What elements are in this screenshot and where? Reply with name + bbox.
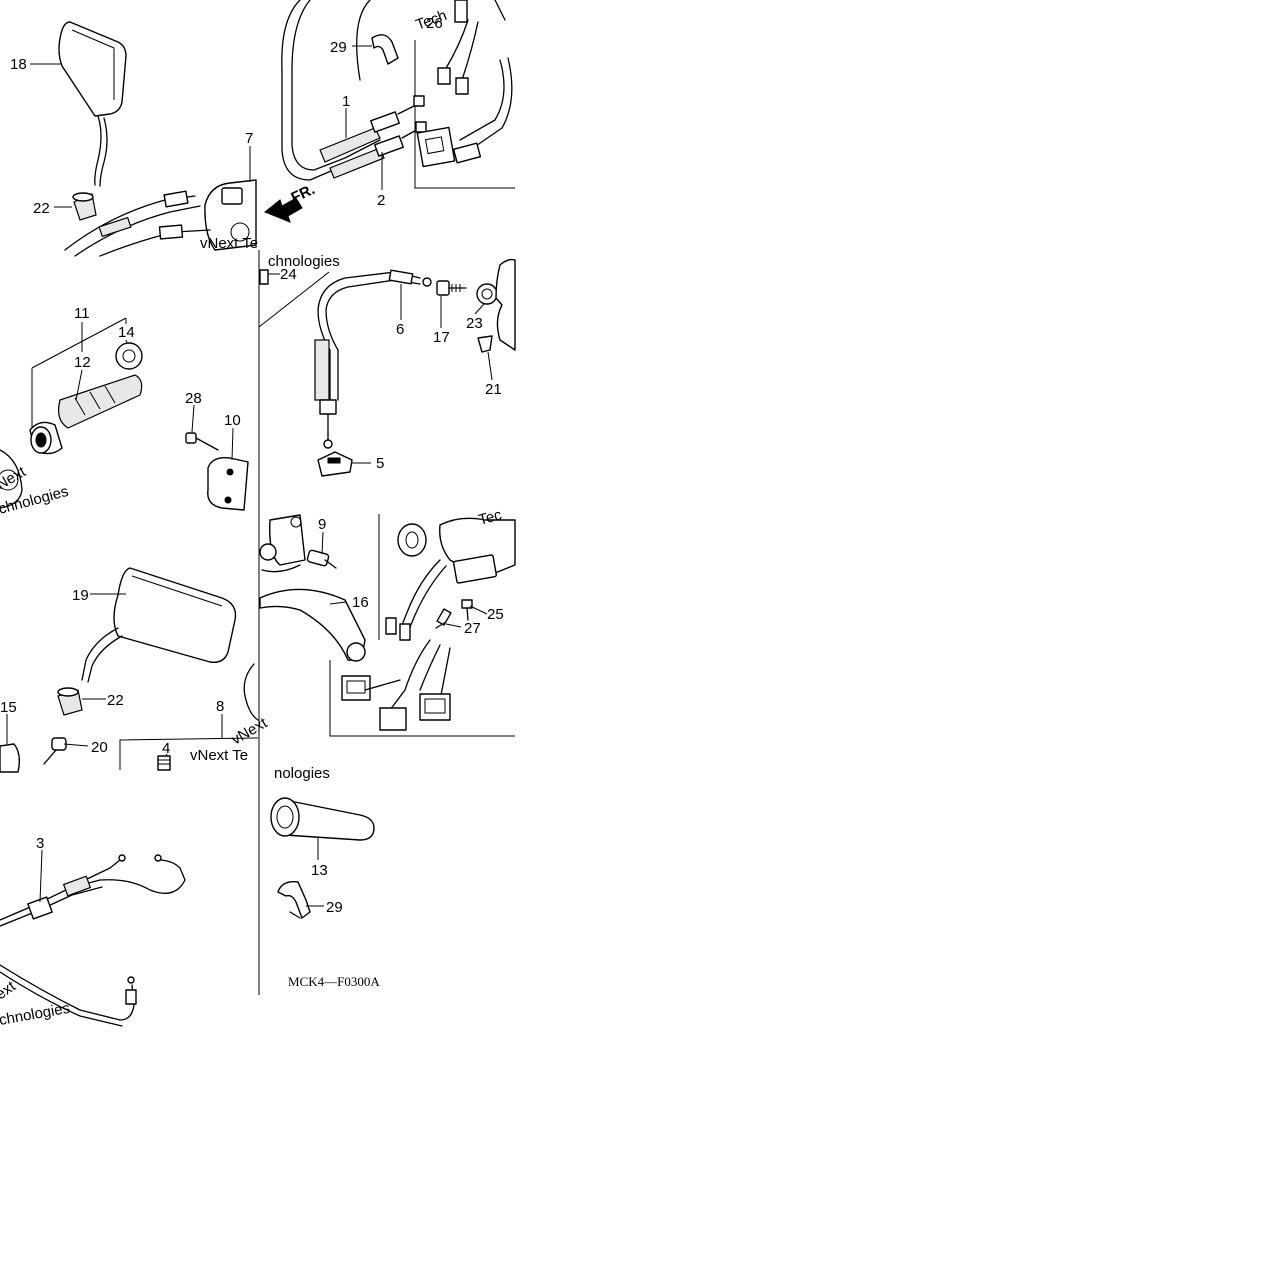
part-7-switch-housing xyxy=(64,179,257,257)
callout-12: 12 xyxy=(74,354,91,371)
part-17-bolt xyxy=(436,280,467,296)
callout-8: 8 xyxy=(216,698,224,715)
part-22-cap-top xyxy=(72,192,97,221)
part-25-27-switch-wiring xyxy=(341,517,516,731)
callout-4: 4 xyxy=(162,740,170,757)
callout-19: 19 xyxy=(72,587,89,604)
callout-13: 13 xyxy=(311,862,328,879)
callout-7: 7 xyxy=(245,130,253,147)
callout-26: 26 xyxy=(426,15,443,32)
part-4-screw xyxy=(157,755,171,771)
clutch-lever-bracket xyxy=(495,258,516,351)
part-6-clutch-cable xyxy=(314,269,432,449)
top-right-switch-wiring xyxy=(416,0,513,168)
part-22-cap-lower xyxy=(57,687,83,716)
part-15-weight xyxy=(0,743,21,773)
part-23-nut xyxy=(476,283,498,305)
callout-10: 10 xyxy=(224,412,241,429)
callout-22-lower: 22 xyxy=(107,692,124,709)
front-direction-arrow: FR. xyxy=(264,181,318,223)
callout-29-lower: 29 xyxy=(326,899,343,916)
callout-25: 25 xyxy=(487,606,504,623)
callout-28: 28 xyxy=(185,390,202,407)
callout-21: 21 xyxy=(485,381,502,398)
callout-27: 27 xyxy=(464,620,481,637)
direction-label: FR. xyxy=(289,181,318,207)
watermark-4: Next xyxy=(0,463,29,494)
callout-14: 14 xyxy=(118,324,135,341)
part-19-mirror xyxy=(81,567,237,683)
part-8-switch-edge xyxy=(243,663,259,721)
leader-lines xyxy=(6,45,493,907)
callout-22-top: 22 xyxy=(33,200,50,217)
callout-9: 9 xyxy=(318,516,326,533)
part-14-bearing xyxy=(115,342,143,370)
callout-3: 3 xyxy=(36,835,44,852)
part-18-mirror xyxy=(58,21,127,187)
callout-20: 20 xyxy=(91,739,108,756)
callout-5: 5 xyxy=(376,455,384,472)
part-9-pivot-bolt xyxy=(306,549,337,569)
diagram-code: MCK4—F0300A xyxy=(288,974,380,989)
watermark-8: nologies xyxy=(274,765,330,782)
watermark-2: vNext Te xyxy=(200,235,258,252)
callout-labels: 18 22 1 2 29 26 7 24 6 17 23 21 5 11 12 … xyxy=(0,15,504,916)
watermark-9: chnologies xyxy=(0,1000,71,1029)
callout-11: 11 xyxy=(74,305,90,322)
switch-edge-middle-left xyxy=(0,449,23,509)
part-1-2-throttle-cables xyxy=(281,0,427,181)
watermark-3: chnologies xyxy=(268,253,340,270)
part-10-holder xyxy=(207,457,249,511)
callout-15: 15 xyxy=(0,699,17,716)
callout-1: 1 xyxy=(342,93,350,110)
callout-18: 18 xyxy=(10,56,27,73)
part-24-screw xyxy=(259,269,269,285)
watermark-7: vNext xyxy=(229,714,271,748)
callout-29-top: 29 xyxy=(330,39,347,56)
part-12-throttle-grip xyxy=(29,374,143,455)
callout-2: 2 xyxy=(377,192,385,209)
callout-16: 16 xyxy=(352,594,369,611)
part-29-clamp-lower xyxy=(277,881,311,919)
callout-24: 24 xyxy=(280,266,297,283)
part-21-screw xyxy=(477,335,493,353)
callout-6: 6 xyxy=(396,321,404,338)
part-5-boot xyxy=(317,451,353,477)
section-frames xyxy=(31,40,515,995)
part-16-lever xyxy=(259,514,366,662)
watermark-11: Tec xyxy=(477,506,504,529)
part-28-screw xyxy=(185,432,219,451)
part-13-grip xyxy=(270,797,375,841)
part-29-clamp-top xyxy=(371,34,399,65)
part-20-bolt xyxy=(43,737,67,765)
part-3-choke-cable xyxy=(0,854,186,1027)
watermark-10: ext xyxy=(0,977,19,1003)
watermark-6: vNext Te xyxy=(190,747,248,764)
callout-17: 17 xyxy=(433,329,450,346)
callout-23: 23 xyxy=(466,315,483,332)
